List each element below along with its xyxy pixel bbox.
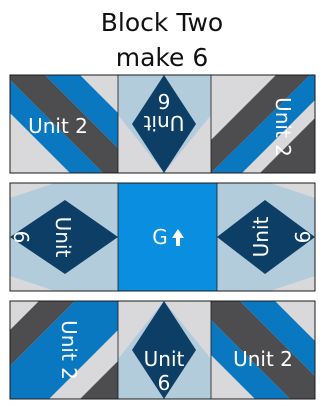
unit-label: Unit [144,347,185,371]
blue-strip [10,301,118,399]
unit-label: Unit 2 [233,347,293,371]
blue-corner-strip [211,320,290,399]
unit-label: Unit [51,217,75,258]
unit-label: Unit 2 [28,114,88,138]
dark-gray-strip [211,301,315,399]
unit-6-piece: Unit 6 [118,301,211,399]
middle-row: Unit 6 G Unit 6 [9,183,315,291]
unit-6-piece: Unit 6 [9,183,118,291]
dark-gray-strip [10,75,118,173]
navy-diamond [217,200,315,274]
bottom-row: Unit 2 Unit 6 Unit 2 [10,301,315,399]
center-label: G [152,225,168,249]
unit-label: Unit 2 [57,320,81,380]
unit-label: Unit 2 [271,97,295,157]
row-grid-lines [117,301,212,399]
blue-strip [240,301,315,376]
unit-2-piece: Unit 2 [211,301,315,399]
unit-6-piece: Unit 6 [118,75,211,173]
block-title: Block Two [100,8,224,37]
blue-corner-strip [10,80,103,173]
unit-2-piece: Unit 2 [10,75,118,173]
top-row: Unit 2 Unit 6 Unit 2 [10,75,315,173]
unit-2-piece: Unit 2 [10,301,118,399]
row-outline [9,182,316,292]
unit-2-piece: Unit 2 [211,75,315,173]
block-subtitle: make 6 [115,43,209,72]
navy-diamond [132,75,196,173]
dark-gray-corner [80,361,118,399]
grain-arrow-icon [172,229,184,246]
row-outline [9,74,316,174]
row-grid-lines [117,183,218,291]
blue-strip [45,75,118,148]
unit-number: 6 [158,89,171,113]
unit-number: 6 [158,371,171,395]
unit-label: Unit [143,111,184,135]
unit-label: Unit [249,216,273,257]
unit-number: 6 [291,231,315,244]
navy-diamond [132,301,196,399]
row-grid-lines [117,75,212,173]
dark-gray-corner [260,118,315,173]
row-outline [9,300,316,400]
center-patch [118,183,217,291]
unit-number: 6 [9,231,33,244]
unit-6-piece: Unit 6 [217,183,315,291]
blue-strip [211,75,315,173]
navy-diamond [10,200,118,274]
center-square: G [118,183,217,291]
